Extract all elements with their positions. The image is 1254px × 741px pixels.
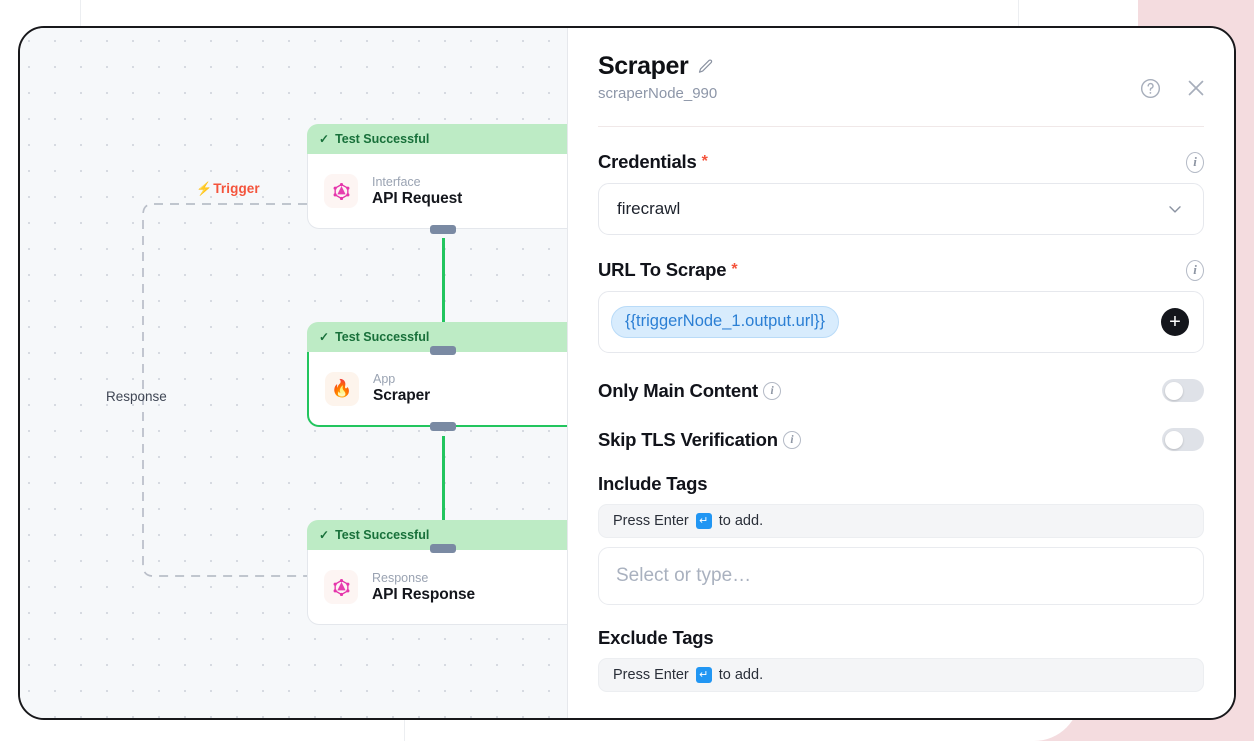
- include-tags-label: Include Tags: [598, 473, 708, 494]
- header-divider: [598, 126, 1204, 127]
- credentials-select[interactable]: firecrawl: [598, 183, 1204, 235]
- node-body[interactable]: Response API Response: [307, 544, 568, 625]
- firecrawl-flame-icon: 🔥: [325, 371, 359, 406]
- node-kind-label: Response: [372, 570, 429, 585]
- node-kind-label: Interface: [372, 174, 421, 189]
- url-to-scrape-input[interactable]: {{triggerNode_1.output.url}} +: [598, 291, 1204, 353]
- skip-tls-verification-label: Skip TLS Verification i: [598, 429, 801, 451]
- plus-circle-icon[interactable]: +: [1161, 308, 1189, 336]
- panel-header: Scraper scraperNode_990: [568, 28, 1234, 102]
- node-title-label: API Request: [372, 189, 463, 207]
- skip-tls-verification-row: Skip TLS Verification i: [598, 428, 1204, 451]
- credentials-selected-value: firecrawl: [617, 199, 681, 218]
- credentials-label-text: Credentials: [598, 151, 697, 172]
- only-main-content-row: Only Main Content i: [598, 379, 1204, 402]
- toggle-knob: [1164, 381, 1183, 400]
- exclude-tags-hint-suffix: to add.: [718, 667, 764, 683]
- trigger-label-text: Trigger: [213, 181, 260, 196]
- required-asterisk: *: [701, 153, 708, 170]
- credentials-label-row: Credentials * i: [598, 151, 1204, 173]
- include-tags-input[interactable]: Select or type…: [598, 547, 1204, 605]
- include-tags-hint-suffix: to add.: [718, 513, 764, 529]
- only-main-content-label: Only Main Content i: [598, 379, 782, 402]
- node-output-handle[interactable]: [430, 422, 456, 431]
- graphql-glyph: [333, 578, 349, 596]
- lightning-bolt-icon: ⚡: [196, 181, 213, 196]
- skip-tls-verification-label-text: Skip TLS Verification: [598, 428, 778, 450]
- node-title-label: API Response: [372, 585, 476, 603]
- graphql-icon: [324, 174, 358, 208]
- question-mark-circle-icon[interactable]: [1139, 77, 1162, 100]
- variable-token-chip[interactable]: {{triggerNode_1.output.url}}: [611, 306, 839, 338]
- url-to-scrape-label: URL To Scrape *: [598, 259, 738, 281]
- edge-scraper-to-response: [442, 436, 445, 524]
- required-asterisk: *: [731, 261, 738, 278]
- exclude-tags-label: Exclude Tags: [598, 627, 714, 648]
- faint-guide-line-right: [1018, 0, 1019, 26]
- node-input-handle[interactable]: [430, 346, 456, 355]
- node-title-label: Scraper: [373, 387, 431, 404]
- enter-key-icon: ↵: [695, 513, 712, 529]
- only-main-content-label-text: Only Main Content: [598, 379, 759, 401]
- pencil-icon[interactable]: [697, 58, 714, 75]
- workflow-node-scraper[interactable]: ✓ Test Successful 🔥 App Scraper: [307, 322, 568, 431]
- credentials-label: Credentials *: [598, 151, 708, 173]
- flame-glyph: 🔥: [331, 379, 353, 398]
- close-icon[interactable]: [1184, 76, 1208, 100]
- graphql-glyph: [333, 182, 349, 200]
- chevron-down-icon: [1165, 199, 1185, 219]
- page-title: Scraper: [598, 52, 689, 80]
- check-icon: ✓: [319, 330, 330, 344]
- node-status-text: Test Successful: [335, 330, 430, 344]
- faint-guide-line-bottom: [404, 718, 405, 741]
- response-edge-label: Response: [106, 389, 167, 404]
- node-status-badge: ✓ Test Successful: [307, 322, 568, 352]
- workflow-editor-card: ⚡Trigger Response ✓ Test Successful: [18, 26, 1236, 720]
- info-icon[interactable]: i: [1186, 151, 1204, 173]
- include-tags-hint-prefix: Press Enter: [613, 513, 689, 529]
- skip-tls-verification-toggle[interactable]: [1162, 428, 1204, 451]
- node-output-handle[interactable]: [430, 225, 456, 234]
- workflow-node-api-request[interactable]: ✓ Test Successful: [307, 124, 568, 234]
- info-icon[interactable]: i: [763, 381, 782, 400]
- graphql-icon: [324, 570, 358, 604]
- edge-request-to-scraper: [442, 238, 445, 326]
- node-input-handle[interactable]: [430, 544, 456, 553]
- include-tags-hint: Press Enter ↵ to add.: [598, 504, 1204, 538]
- exclude-tags-hint: Press Enter ↵ to add.: [598, 658, 1204, 692]
- node-status-badge: ✓ Test Successful: [307, 124, 568, 154]
- node-status-text: Test Successful: [335, 528, 430, 542]
- trigger-edge-label: ⚡Trigger: [196, 181, 260, 196]
- toggle-knob: [1164, 430, 1183, 449]
- workflow-node-api-response[interactable]: ✓ Test Successful: [307, 520, 568, 625]
- url-to-scrape-label-text: URL To Scrape: [598, 259, 727, 280]
- only-main-content-toggle[interactable]: [1162, 379, 1204, 402]
- canvas-panel-divider: [567, 28, 568, 718]
- exclude-tags-hint-prefix: Press Enter: [613, 667, 689, 683]
- url-to-scrape-label-row: URL To Scrape * i: [598, 259, 1204, 281]
- faint-guide-line-left: [80, 0, 81, 26]
- info-icon[interactable]: i: [782, 430, 801, 449]
- enter-key-icon: ↵: [695, 667, 712, 683]
- node-body[interactable]: Interface API Request: [307, 154, 568, 234]
- workflow-canvas[interactable]: ⚡Trigger Response ✓ Test Successful: [20, 28, 568, 718]
- node-kind-label: App: [373, 372, 396, 386]
- info-icon[interactable]: i: [1186, 259, 1204, 281]
- check-icon: ✓: [319, 132, 330, 146]
- node-status-text: Test Successful: [335, 132, 430, 146]
- check-icon: ✓: [319, 528, 330, 542]
- node-body[interactable]: 🔥 App Scraper: [307, 346, 568, 431]
- panel-form-body: Credentials * i firecrawl URL To Scrape …: [568, 151, 1234, 692]
- include-tags-placeholder: Select or type…: [616, 565, 752, 586]
- node-config-panel: Scraper scraperNode_990: [568, 28, 1234, 718]
- node-id-label: scraperNode_990: [598, 85, 718, 102]
